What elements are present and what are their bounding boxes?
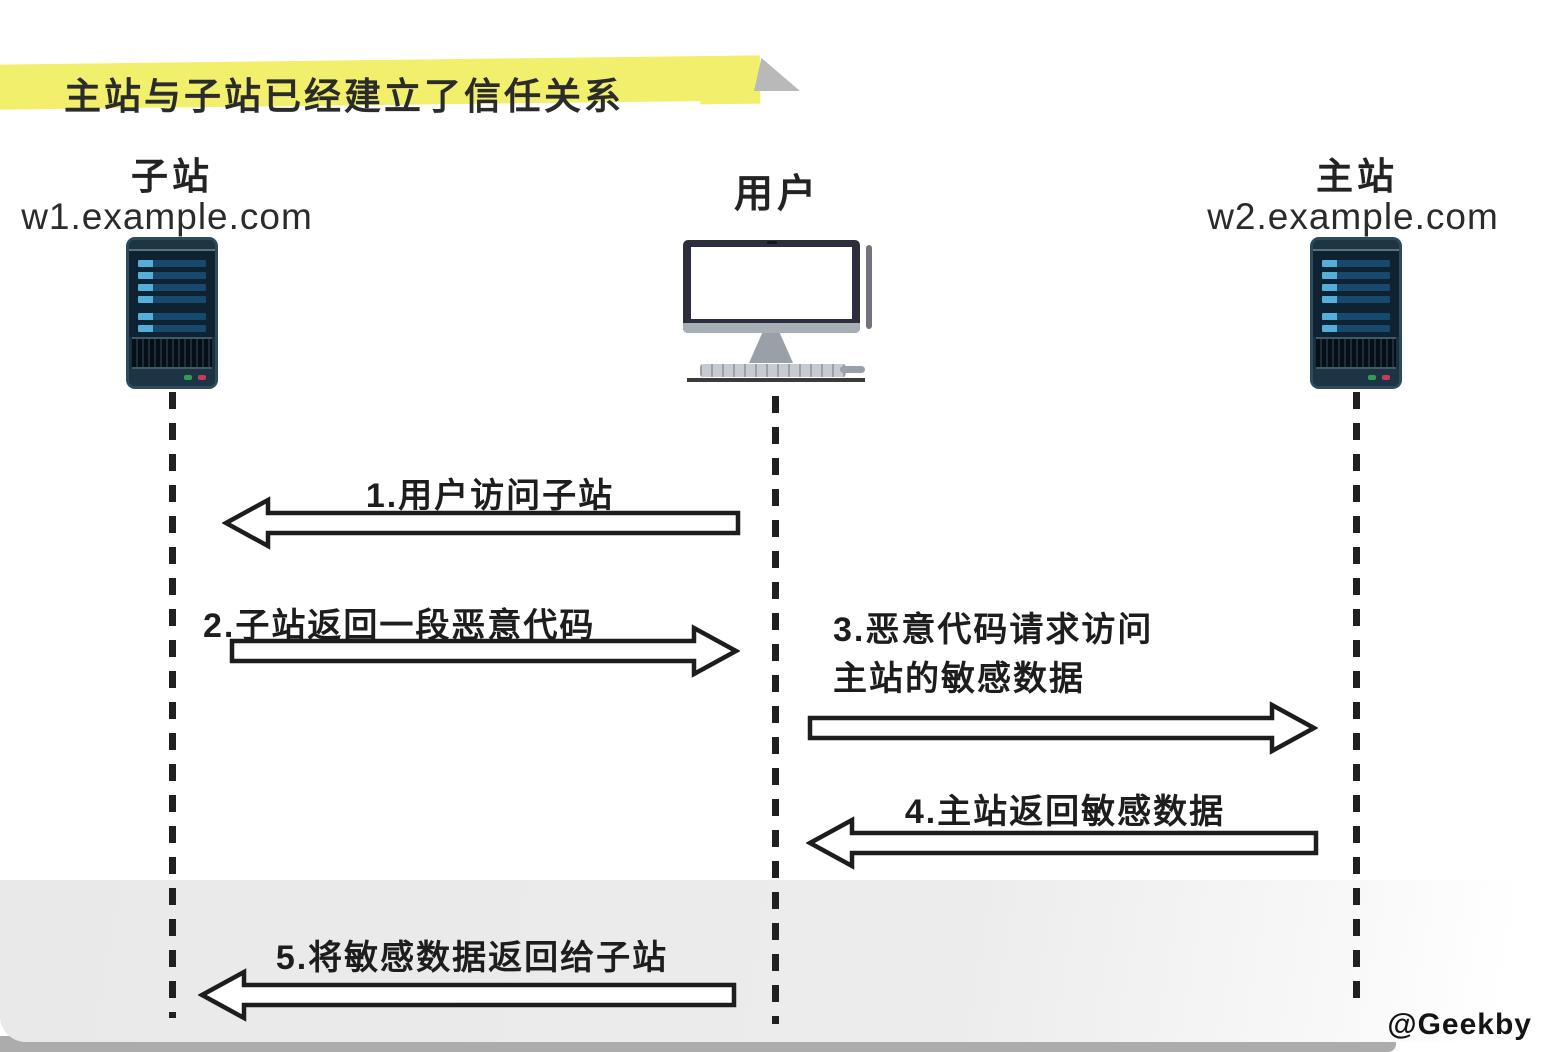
mainsite-server-icon: [1310, 237, 1402, 389]
message-3-arrow-right-icon: [806, 698, 1318, 758]
message-5-label: 5.将敏感数据返回给子站: [275, 939, 669, 977]
subsite-server-icon: [126, 237, 218, 389]
mainsite-lifeline: [1353, 392, 1360, 1012]
camera-dot-icon: [766, 241, 777, 244]
mainsite-domain: w2.example.com: [1207, 196, 1499, 237]
message-4-arrow-left-icon: [806, 813, 1320, 873]
message-1-arrow-left-icon: [222, 493, 742, 553]
user-lifeline: [772, 396, 779, 1024]
subsite-name: 子站: [131, 156, 213, 197]
message-1-label: 1.用户访问子站: [365, 477, 615, 515]
subsite-domain: w1.example.com: [21, 196, 313, 237]
title-highlight-end: [699, 55, 761, 105]
green-led-icon: [1368, 375, 1376, 380]
monitor-chin: [683, 323, 860, 333]
highlight-fold-icon: [754, 58, 800, 91]
server-vent: [132, 337, 212, 369]
monitor-stand: [749, 333, 793, 363]
server-top-cap: [1313, 240, 1399, 251]
keyboard-icon: [700, 364, 846, 377]
user-desktop-computer-icon: [683, 240, 875, 386]
server-top-cap: [129, 240, 215, 251]
message-5-arrow-left-icon: [198, 965, 738, 1025]
user-name: 用户: [733, 173, 821, 216]
table-line: [687, 378, 865, 382]
mainsite-name: 主站: [1316, 156, 1398, 197]
green-led-icon: [184, 375, 192, 380]
subsite-lifeline: [169, 392, 176, 1018]
server-panel: [1313, 251, 1399, 337]
monitor-screen: [689, 245, 854, 321]
message-2-arrow-right-icon: [228, 621, 740, 681]
monitor-icon: [683, 240, 860, 333]
server-panel: [129, 251, 215, 337]
watermark: @Geekby: [1387, 1008, 1532, 1041]
message-4-label: 4.主站返回敏感数据: [904, 793, 1226, 831]
message-2-label: 2.子站返回一段恶意代码: [203, 607, 596, 645]
server-vent: [1316, 337, 1396, 369]
monitor-side-bar: [866, 245, 872, 329]
server-footer: [129, 369, 215, 386]
red-led-icon: [198, 375, 206, 380]
mouse-icon: [840, 366, 865, 373]
server-footer: [1313, 369, 1399, 386]
red-led-icon: [1382, 375, 1390, 380]
diagram-title: 主站与子站已经建立了信任关系: [64, 76, 624, 117]
message-3-label: 3.恶意代码请求访问 主站的敏感数据: [833, 611, 1154, 699]
